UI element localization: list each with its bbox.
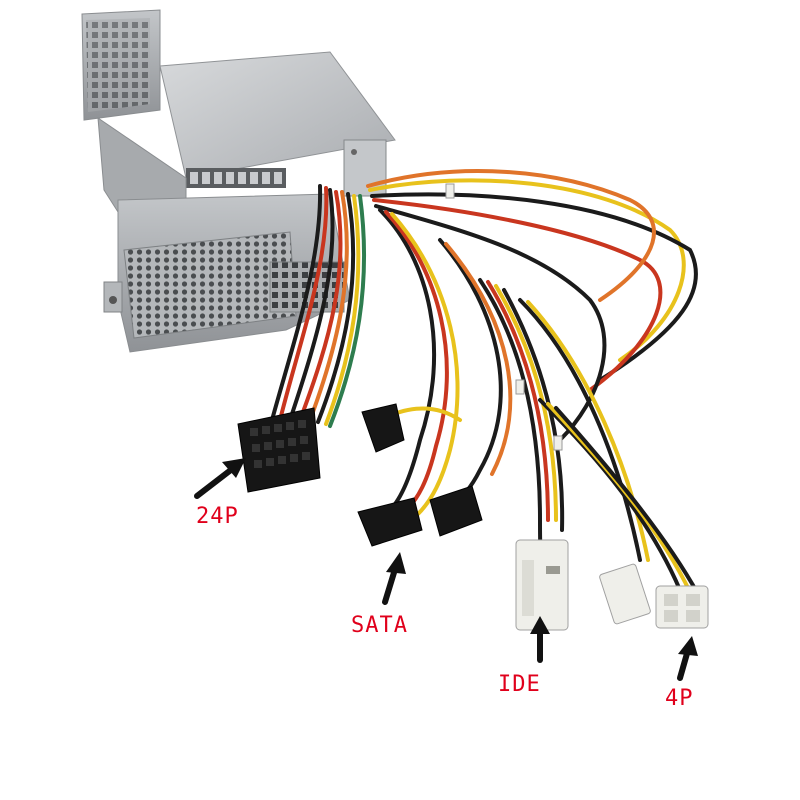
wire-harness — [270, 169, 700, 596]
atx-24pin-connector — [237, 407, 321, 493]
power-supply-housing — [81, 9, 396, 353]
sata-connector-upper — [361, 403, 405, 453]
arrow-ide-icon — [530, 616, 550, 663]
label-4p: 4P — [665, 686, 694, 711]
four-pin-connector — [655, 585, 709, 629]
arrow-sata-icon — [382, 552, 406, 605]
sata-connector-left — [357, 497, 423, 547]
ide-molex-connector — [515, 539, 569, 631]
sata-connector-right — [429, 485, 483, 537]
arrow-4p-icon — [677, 636, 698, 681]
label-sata: SATA — [351, 613, 408, 638]
label-ide: IDE — [498, 672, 541, 697]
label-24p: 24P — [196, 504, 239, 529]
arrow-24p-icon — [194, 458, 246, 499]
molex-connector-secondary — [599, 563, 651, 625]
